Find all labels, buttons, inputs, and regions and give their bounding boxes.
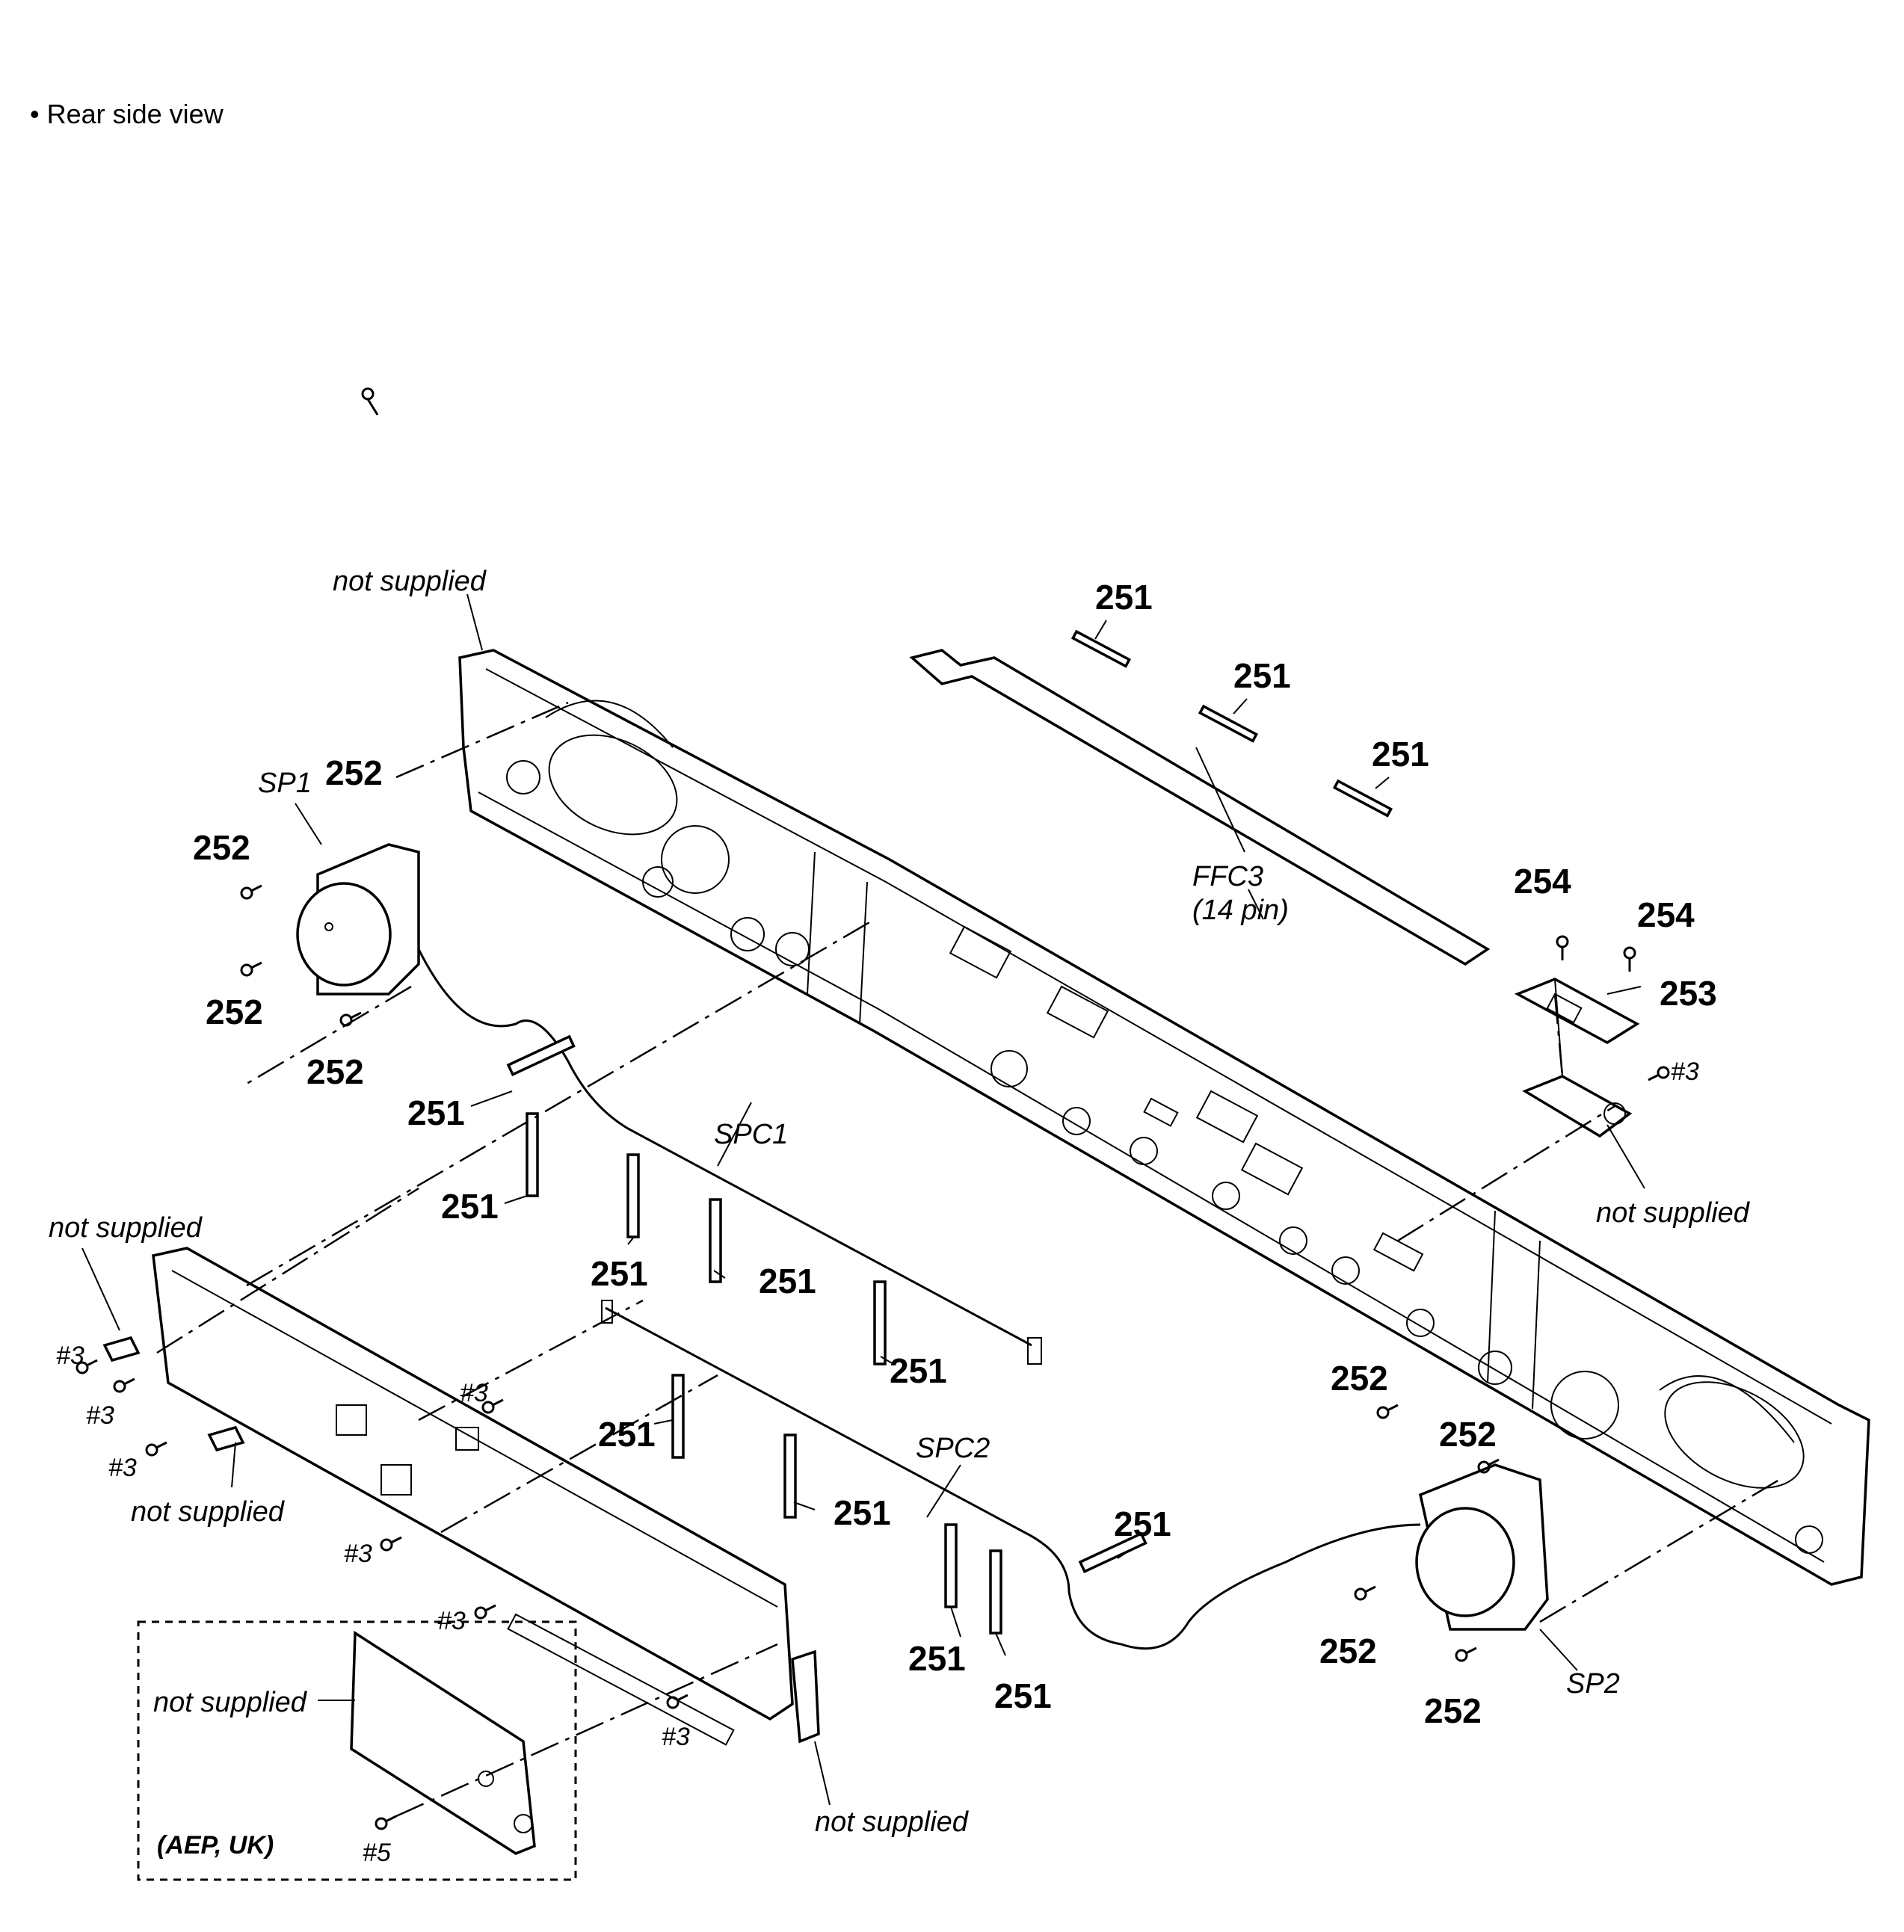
label-screw-3-g: #3 [662, 1723, 690, 1751]
label-254-a: 254 [1514, 862, 1571, 901]
label-spc2: SPC2 [916, 1433, 990, 1464]
leader-lines [81, 593, 1645, 1806]
label-screw-3-c: #3 [108, 1454, 137, 1482]
label-screw-3-d: #3 [460, 1379, 488, 1407]
speaker-cable-spc2 [601, 1300, 1421, 1650]
label-252-sp1-a: 252 [325, 753, 383, 792]
label-251-cable-j: 251 [994, 1676, 1052, 1715]
label-253: 253 [1660, 974, 1717, 1013]
label-251-cable-d: 251 [759, 1262, 816, 1300]
label-252-sp1-c: 252 [206, 993, 263, 1031]
bracket-253 [1514, 978, 1640, 1045]
label-252-sp1-b: 252 [193, 828, 250, 867]
label-252-sp2-c: 252 [1319, 1632, 1377, 1670]
label-region: (AEP, UK) [157, 1831, 274, 1860]
label-251-ffc-2: 251 [1233, 656, 1291, 695]
label-screw-3-right: #3 [1671, 1058, 1699, 1086]
label-screw-3-a: #3 [56, 1342, 84, 1370]
label-251-cable-i: 251 [908, 1639, 966, 1678]
label-not-supplied-right: not supplied [1596, 1197, 1751, 1229]
label-251-ffc-3: 251 [1372, 735, 1429, 774]
label-spc1: SPC1 [714, 1119, 788, 1150]
speaker-cable-spc1 [417, 948, 1042, 1365]
label-screw-3-e: #3 [344, 1540, 372, 1568]
region-box [137, 1620, 577, 1881]
page-title: • Rear side view [30, 99, 224, 129]
cabinet-assembly [458, 649, 1870, 1586]
label-not-supplied-plate: not supplied [153, 1687, 308, 1718]
label-ffc3-pin: (14 pin) [1192, 895, 1289, 926]
label-252-sp2-d: 252 [1424, 1691, 1482, 1730]
label-252-sp2-b: 252 [1439, 1415, 1497, 1454]
label-not-supplied-bottom: not supplied [815, 1806, 970, 1838]
label-not-supplied-bracket: not supplied [131, 1496, 286, 1528]
label-screw-3-b: #3 [86, 1401, 114, 1430]
label-254-b: 254 [1637, 895, 1695, 934]
label-sp2: SP2 [1566, 1668, 1620, 1700]
label-sp1: SP1 [258, 768, 312, 799]
label-251-cable-b: 251 [441, 1187, 499, 1226]
label-251-cable-e: 251 [890, 1351, 947, 1390]
label-251-cable-h: 251 [1114, 1504, 1171, 1543]
label-251-cable-f: 251 [598, 1415, 656, 1454]
ffc3-flat-cable [909, 649, 1491, 966]
bracket-not-supplied-right [1522, 1075, 1633, 1138]
rear-bracket [102, 1247, 820, 1746]
speaker-sp1 [296, 843, 420, 996]
diagram-labels: not supplied 251 251 251 SP1 252 252 252… [49, 566, 1751, 1867]
label-251-cable-c: 251 [591, 1254, 648, 1293]
label-not-supplied-left: not supplied [49, 1212, 203, 1244]
label-252-sp1-d: 252 [306, 1052, 364, 1091]
label-252-sp2-a: 252 [1331, 1359, 1388, 1398]
label-251-cable-g: 251 [834, 1493, 891, 1532]
alignment-lines [156, 701, 1780, 1818]
label-ffc3: FFC3 [1192, 861, 1263, 892]
label-screw-3-f: #3 [437, 1607, 466, 1635]
label-not-supplied-top: not supplied [333, 566, 487, 597]
speaker-sp2 [1415, 1463, 1549, 1631]
label-251-cable-a: 251 [407, 1093, 465, 1132]
label-251-ffc-1: 251 [1095, 578, 1153, 617]
screws [76, 387, 1670, 1830]
aep-uk-plate [350, 1630, 536, 1855]
label-screw-5: #5 [363, 1839, 391, 1867]
